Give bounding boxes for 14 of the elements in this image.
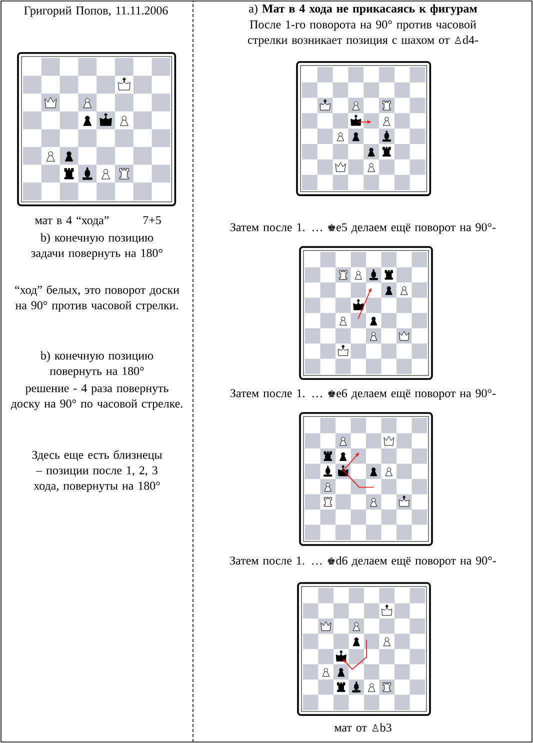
caption-text: После 1-го поворота на 90° против часовой стрелки возникает позиция с шахом от ♙d4- <box>248 20 478 46</box>
caption-text: Здесь еще есть близнецы – позиции после 1, 2, 3 хода, повернуты на 180° <box>32 450 162 492</box>
caption-text: решение - 4 раза повернуть доску на 90° по часовой стрелке. <box>10 384 182 410</box>
caption-text: b) конечную позицию повернуть на 180° <box>40 351 154 378</box>
caption-text: а) Мат в 4 хода не прикасаясь к фигурам <box>249 4 477 16</box>
caption-text: Григорий Попов, 11.11.2006 <box>24 6 168 17</box>
caption-text: Затем после 1. … ♚d6 делаем ещё поворот на 90°- <box>230 556 496 568</box>
caption-text: b) конечную позицию задачи повернуть на 180° <box>31 233 162 260</box>
caption-text: “ход” белых, это поворот доски на 90° против часовой стрелки. <box>15 285 180 312</box>
caption-text: мат в 4 “хода” <box>35 216 109 226</box>
caption-text: Затем после 1. … ♚e6 делаем ещё поворот на 90°- <box>230 389 496 400</box>
caption-text: 7+5 <box>143 216 161 224</box>
caption-text: Затем после 1. … ♚e5 делаем ещё поворот на 90°- <box>230 223 496 234</box>
caption-text: мат от ♙b3 <box>334 723 392 732</box>
